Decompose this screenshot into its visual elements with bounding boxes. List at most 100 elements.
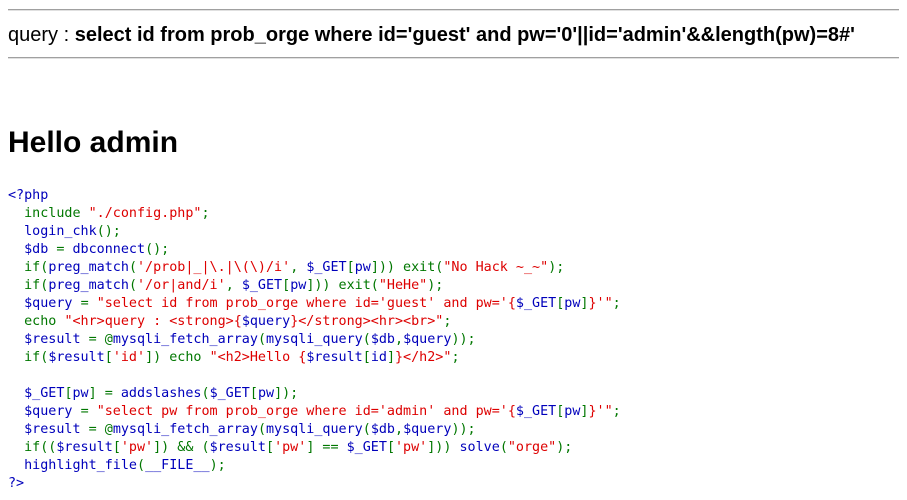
code-token: preg_match (48, 260, 129, 275)
code-token: if( (8, 260, 49, 275)
code-token: $db (24, 242, 57, 257)
code-token: '/or|and/i' (137, 278, 226, 293)
code-token: mysqli_query (266, 422, 363, 437)
code-token: pw (257, 386, 275, 401)
code-token: highlight_file (24, 458, 137, 473)
code-token: $result (56, 440, 113, 455)
code-token (8, 458, 24, 473)
code-token: ])) (427, 440, 460, 455)
code-token: ); (548, 260, 565, 275)
code-token: }'" (588, 404, 613, 419)
code-line: $query = "select pw from prob_orge where… (8, 404, 621, 419)
code-token: 'pw' (120, 440, 154, 455)
code-token (8, 422, 24, 437)
code-token: $query (24, 296, 81, 311)
code-token: __FILE__ (145, 458, 210, 473)
code-token: ( (499, 440, 508, 455)
code-token: [ (556, 404, 565, 419)
code-line: if(preg_match('/or|and/i', $_GET[pw])) e… (8, 278, 443, 293)
code-token: mysqli_query (266, 332, 363, 347)
code-token: if( (8, 278, 49, 293)
code-token (8, 386, 24, 401)
code-token: [ (362, 350, 371, 365)
code-token: ( (201, 386, 210, 401)
code-token: [ (249, 386, 258, 401)
code-token: $_GET (24, 386, 65, 401)
code-token: ( (128, 278, 137, 293)
code-token: ( (362, 332, 371, 347)
code-token: "No Hack ~_~" (443, 260, 549, 275)
code-token: solve (459, 440, 500, 455)
code-line: $_GET[pw] = addslashes($_GET[pw]); (8, 386, 298, 401)
code-token (8, 332, 24, 347)
code-token: (); (145, 242, 170, 257)
code-token: $result (306, 350, 363, 365)
code-token: ] == (306, 440, 347, 455)
code-token: $query (403, 332, 452, 347)
code-token: $result (24, 422, 89, 437)
query-sql: select id from prob_orge where id='guest… (74, 24, 855, 46)
code-token: $db (370, 422, 395, 437)
code-token: ]); (274, 386, 299, 401)
code-line: $result = @mysqli_fetch_array (mysqli_que… (8, 422, 476, 437)
code-token: "select id from prob_orge where id='gues… (96, 296, 516, 311)
code-token: ; (451, 350, 460, 365)
code-token: $result (48, 350, 105, 365)
code-token: pw (72, 386, 89, 401)
code-line: include "./config.php"; (8, 206, 209, 221)
code-token: ] (580, 404, 589, 419)
code-token: 'pw' (395, 440, 428, 455)
code-token (8, 404, 24, 419)
code-token: , (225, 278, 242, 293)
code-token: ( (362, 422, 371, 437)
code-token: ; (612, 404, 621, 419)
code-token: = @ (88, 422, 113, 437)
code-token: [ (266, 440, 275, 455)
code-token: ); (209, 458, 226, 473)
code-token: "orge" (507, 440, 557, 455)
code-token: $query (403, 422, 452, 437)
code-line: highlight_file(__FILE__); (8, 458, 226, 473)
code-token: = @ (88, 332, 113, 347)
code-token: $db (370, 332, 395, 347)
code-token: preg_match (48, 278, 129, 293)
code-token: [ (112, 440, 121, 455)
code-token: mysqli_fetch_array (112, 422, 258, 437)
code-token: '/prob|_|\.|\(\)/i' (137, 260, 291, 275)
code-token: ; (612, 296, 621, 311)
code-token: ; (443, 314, 452, 329)
code-line: $result = @mysqli_fetch_array(mysqli_que… (8, 332, 476, 347)
code-token: ])) exit( (306, 278, 379, 293)
code-token: "./config.php" (88, 206, 202, 221)
code-token: echo (8, 314, 65, 329)
greeting-heading: Hello admin (8, 126, 179, 159)
code-token: $query (24, 404, 81, 419)
bottom-divider (8, 57, 899, 59)
code-token: id (370, 350, 387, 365)
code-token: ])) exit( (370, 260, 444, 275)
code-token: }</strong><hr><br>" (290, 314, 444, 329)
code-token: [ (346, 260, 355, 275)
code-token: }'" (588, 296, 613, 311)
query-display: query : select id from prob_orge where i… (8, 24, 855, 47)
code-token: $_GET (515, 296, 557, 311)
code-token: $_GET (515, 404, 557, 419)
code-line: if($result['id']) echo "<h2>Hello {$resu… (8, 350, 460, 365)
code-token: "<hr>query : <strong>{ (64, 314, 242, 329)
code-token: ] (580, 296, 589, 311)
code-line: if(($result['pw']) && ($result['pw'] == … (8, 440, 572, 455)
code-token: = (56, 242, 73, 257)
code-token: , (395, 332, 404, 347)
code-line: $query = "select id from prob_orge where… (8, 296, 621, 311)
code-token: $query (241, 314, 291, 329)
code-token: pw (290, 278, 307, 293)
code-token: ); (556, 440, 573, 455)
code-token: ); (427, 278, 444, 293)
code-token: ?> (8, 476, 25, 491)
code-token: dbconnect (72, 242, 146, 257)
code-token (8, 224, 24, 239)
code-token: = (80, 404, 97, 419)
code-line: $db = dbconnect(); (8, 242, 169, 257)
code-token: (); (96, 224, 121, 239)
code-token: 'pw' (274, 440, 307, 455)
